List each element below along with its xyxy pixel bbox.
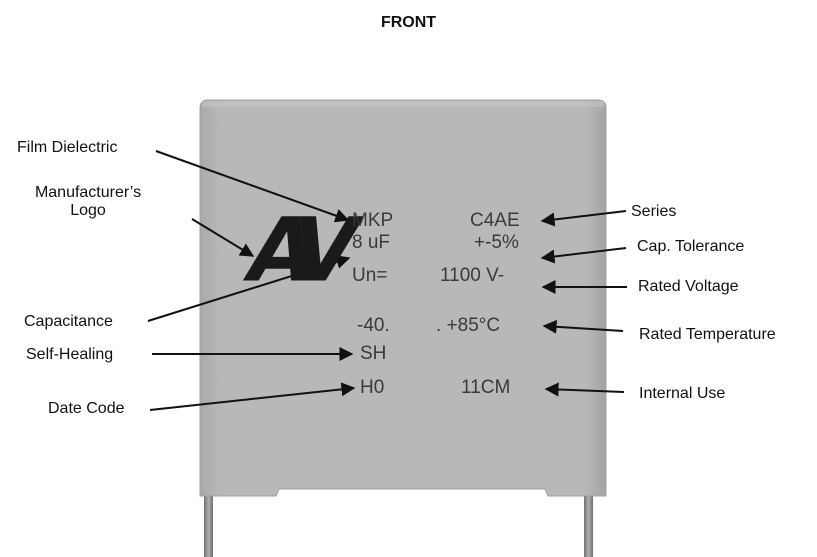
arrow-series: [540, 210, 627, 227]
marking-temp-low: -40.: [357, 315, 390, 336]
label-date-code: Date Code: [48, 400, 125, 417]
arrow-rated-temperature: [542, 319, 624, 334]
label-film-dielectric: Film Dielectric: [17, 139, 118, 156]
marking-voltage-prefix: Un=: [352, 265, 388, 286]
arrow-manufacturer-logo: [191, 218, 255, 257]
arrow-capacitance: [147, 255, 351, 322]
label-rated-voltage: Rated Voltage: [638, 278, 739, 295]
label-capacitance: Capacitance: [24, 313, 113, 330]
marking-voltage: 1100 V-: [440, 265, 505, 286]
marking-temp-high: . +85°C: [436, 315, 501, 336]
marking-internal: 11CM: [461, 377, 511, 398]
marking-date-code: H0: [360, 377, 385, 398]
label-series: Series: [631, 203, 677, 220]
label-manufacturer-logo: Manufacturer’s Logo: [12, 184, 164, 220]
marking-capacitance: 8 uF: [352, 232, 391, 253]
capacitor-body: [199, 99, 607, 497]
label-rated-temperature: Rated Temperature: [639, 326, 776, 343]
right-lead: [584, 490, 593, 557]
marking-self-healing: SH: [360, 343, 387, 364]
arrow-date-code: [149, 382, 356, 411]
diagram-title: FRONT: [380, 14, 437, 31]
marking-series: C4AE: [470, 210, 520, 231]
label-cap-tolerance: Cap. Tolerance: [637, 238, 745, 255]
label-self-healing: Self-Healing: [26, 346, 114, 363]
label-internal-use: Internal Use: [639, 385, 726, 402]
left-lead: [204, 490, 213, 557]
arrow-film-dielectric: [155, 150, 350, 223]
arrow-cap-tolerance: [540, 247, 627, 264]
label-manufacturer-logo-line2: Logo: [70, 202, 106, 219]
marking-film-type: MKP: [352, 210, 394, 231]
marking-tolerance: +-5%: [474, 232, 519, 253]
arrow-internal-use: [544, 382, 625, 397]
label-manufacturer-logo-line1: Manufacturer’s: [34, 184, 142, 201]
